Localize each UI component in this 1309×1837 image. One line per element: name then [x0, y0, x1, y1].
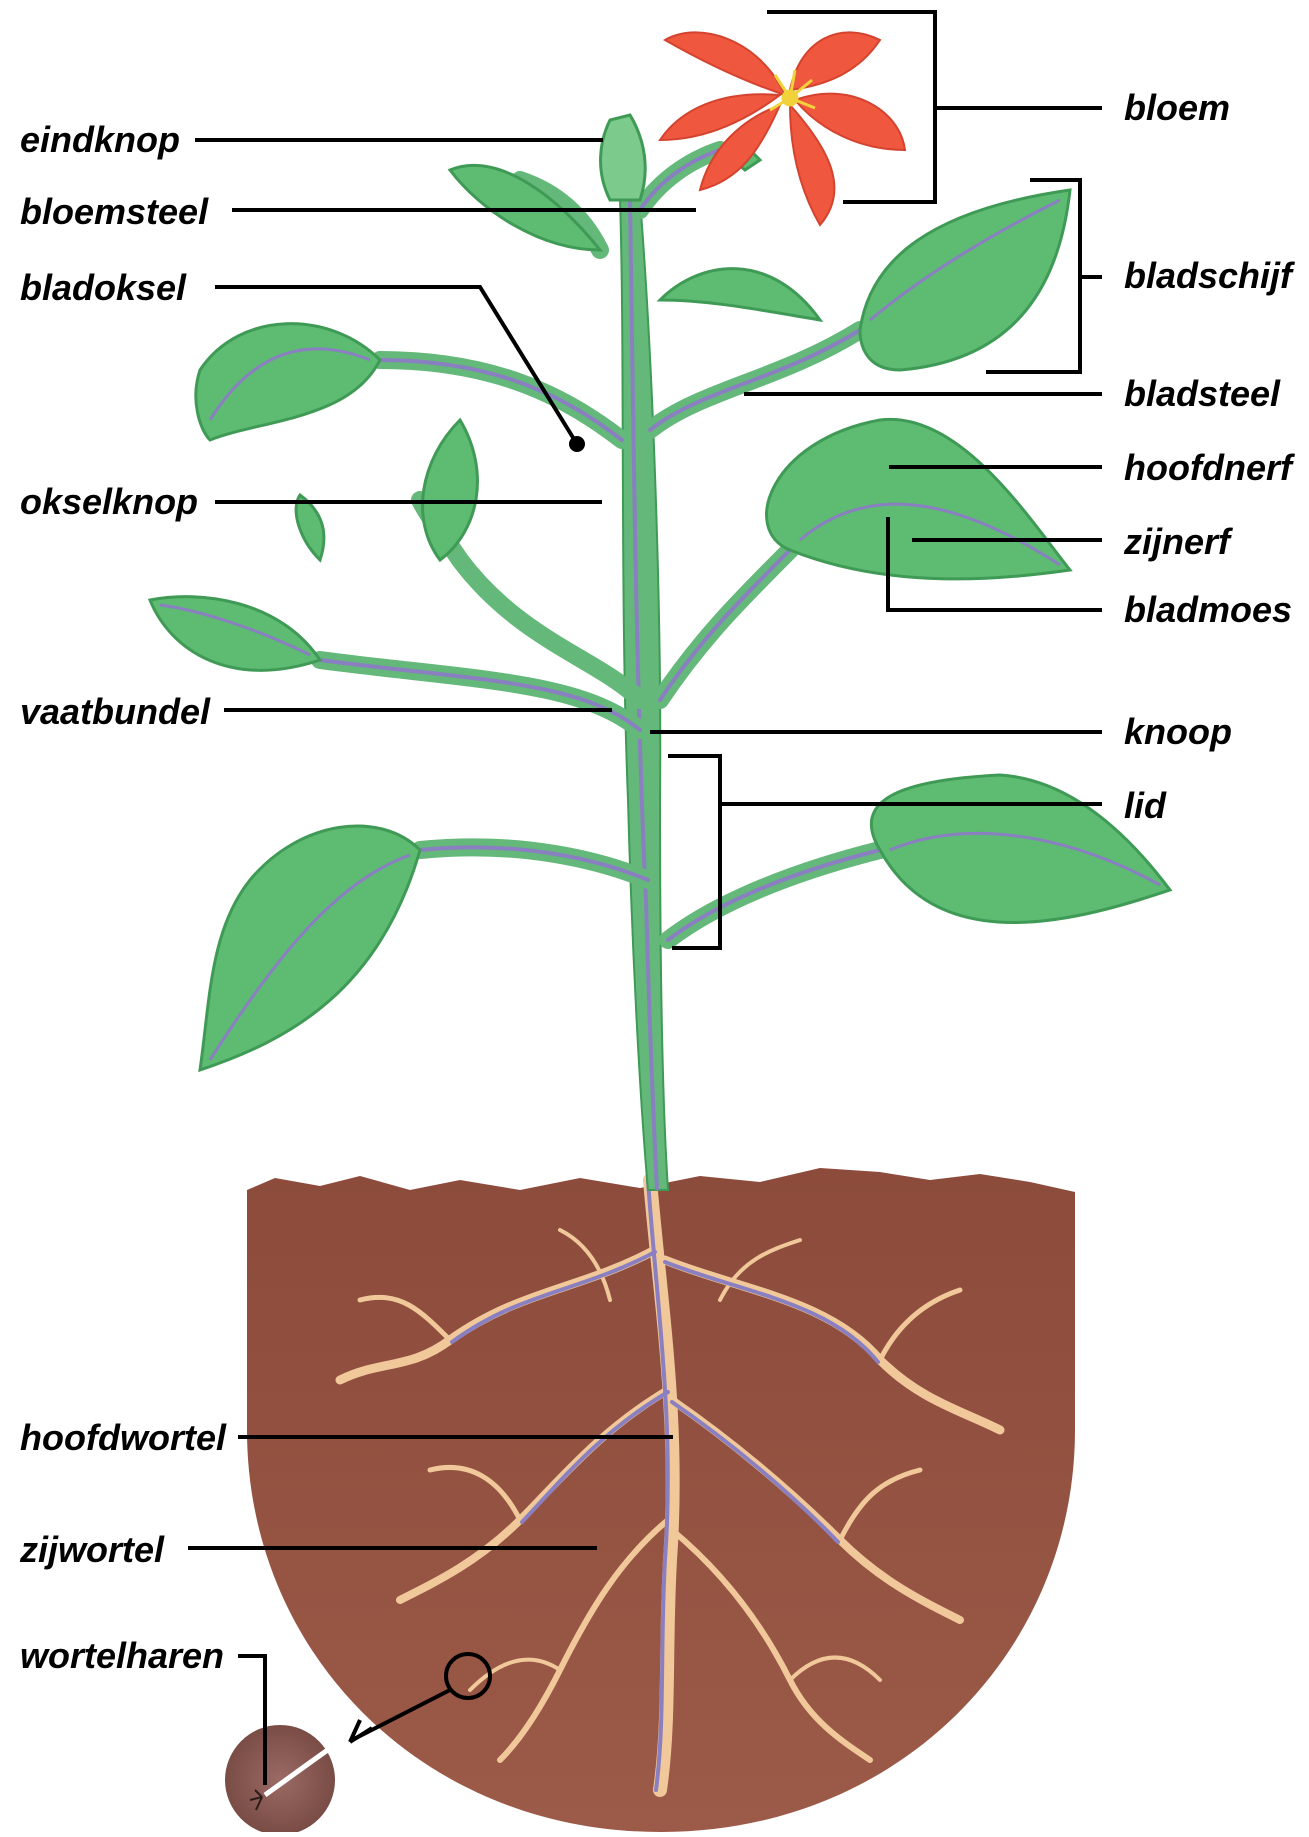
- leaf-low-left: [200, 826, 420, 1070]
- label-bladmoes: bladmoes: [1124, 590, 1292, 630]
- label-okselknop: okselknop: [20, 482, 198, 522]
- flower: [660, 32, 905, 225]
- label-zijwortel: zijwortel: [20, 1530, 164, 1570]
- leaf-small-center: [660, 269, 820, 320]
- label-lid: lid: [1124, 786, 1166, 826]
- label-bloem: bloem: [1124, 88, 1230, 128]
- label-bloemsteel: bloemsteel: [20, 192, 208, 232]
- label-vaatbundel: vaatbundel: [20, 692, 210, 732]
- label-wortelharen: wortelharen: [20, 1636, 224, 1676]
- label-zijnerf: zijnerf: [1124, 522, 1230, 562]
- label-bladoksel: bladoksel: [20, 268, 186, 308]
- label-hoofdwortel: hoofdwortel: [20, 1418, 226, 1458]
- leaf-mid-right: [767, 419, 1070, 579]
- label-bladsteel: bladsteel: [1124, 374, 1280, 414]
- label-knoop: knoop: [1124, 712, 1232, 752]
- label-hoofdnerf: hoofdnerf: [1124, 448, 1292, 488]
- leaf-upper-left: [196, 324, 380, 440]
- label-bladschijf: bladschijf: [1124, 256, 1292, 296]
- leaf-top-right: [860, 190, 1070, 370]
- label-eindknop: eindknop: [20, 120, 180, 160]
- terminal-bud: [601, 115, 646, 200]
- leaf-narrow-left: [423, 420, 478, 560]
- bud-left: [296, 495, 324, 560]
